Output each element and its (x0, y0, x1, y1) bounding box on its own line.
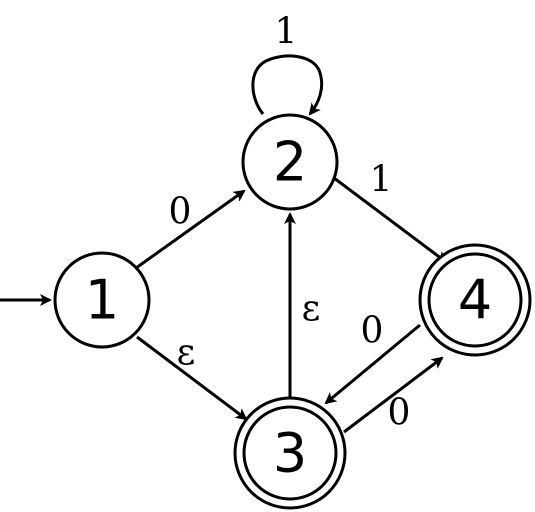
transition-label-1-to-3: ε (177, 333, 196, 374)
state-4: 4 (418, 243, 532, 357)
transition-label-1-to-2: 0 (169, 192, 192, 233)
transition-2-self-loop (251, 54, 324, 116)
state-2: 2 (241, 113, 339, 211)
state-4-label: 4 (458, 269, 492, 332)
transition-3-to-4 (343, 356, 444, 434)
transition-label-3-to-2: ε (302, 289, 321, 330)
state-4-inner-circle (427, 252, 523, 348)
transition-label-4-to-3: 0 (361, 311, 384, 352)
transition-label-2-self-loop: 1 (275, 12, 298, 53)
state-1-circle (53, 251, 151, 349)
state-3-inner-circle (242, 405, 338, 501)
state-3: 3 (233, 396, 347, 510)
transition-1-to-3 (136, 335, 248, 421)
state-2-label: 2 (273, 131, 307, 194)
transition-2-to-4 (333, 176, 448, 264)
transition-1-to-2 (135, 189, 246, 270)
state-2-circle (241, 113, 339, 211)
transition-4-to-3 (324, 323, 421, 405)
transition-label-2-to-4: 1 (370, 160, 393, 201)
state-3-label: 3 (273, 422, 307, 485)
state-1-label: 1 (85, 269, 119, 332)
state-1: 1 (53, 251, 151, 349)
transition-label-3-to-4: 0 (388, 393, 411, 434)
